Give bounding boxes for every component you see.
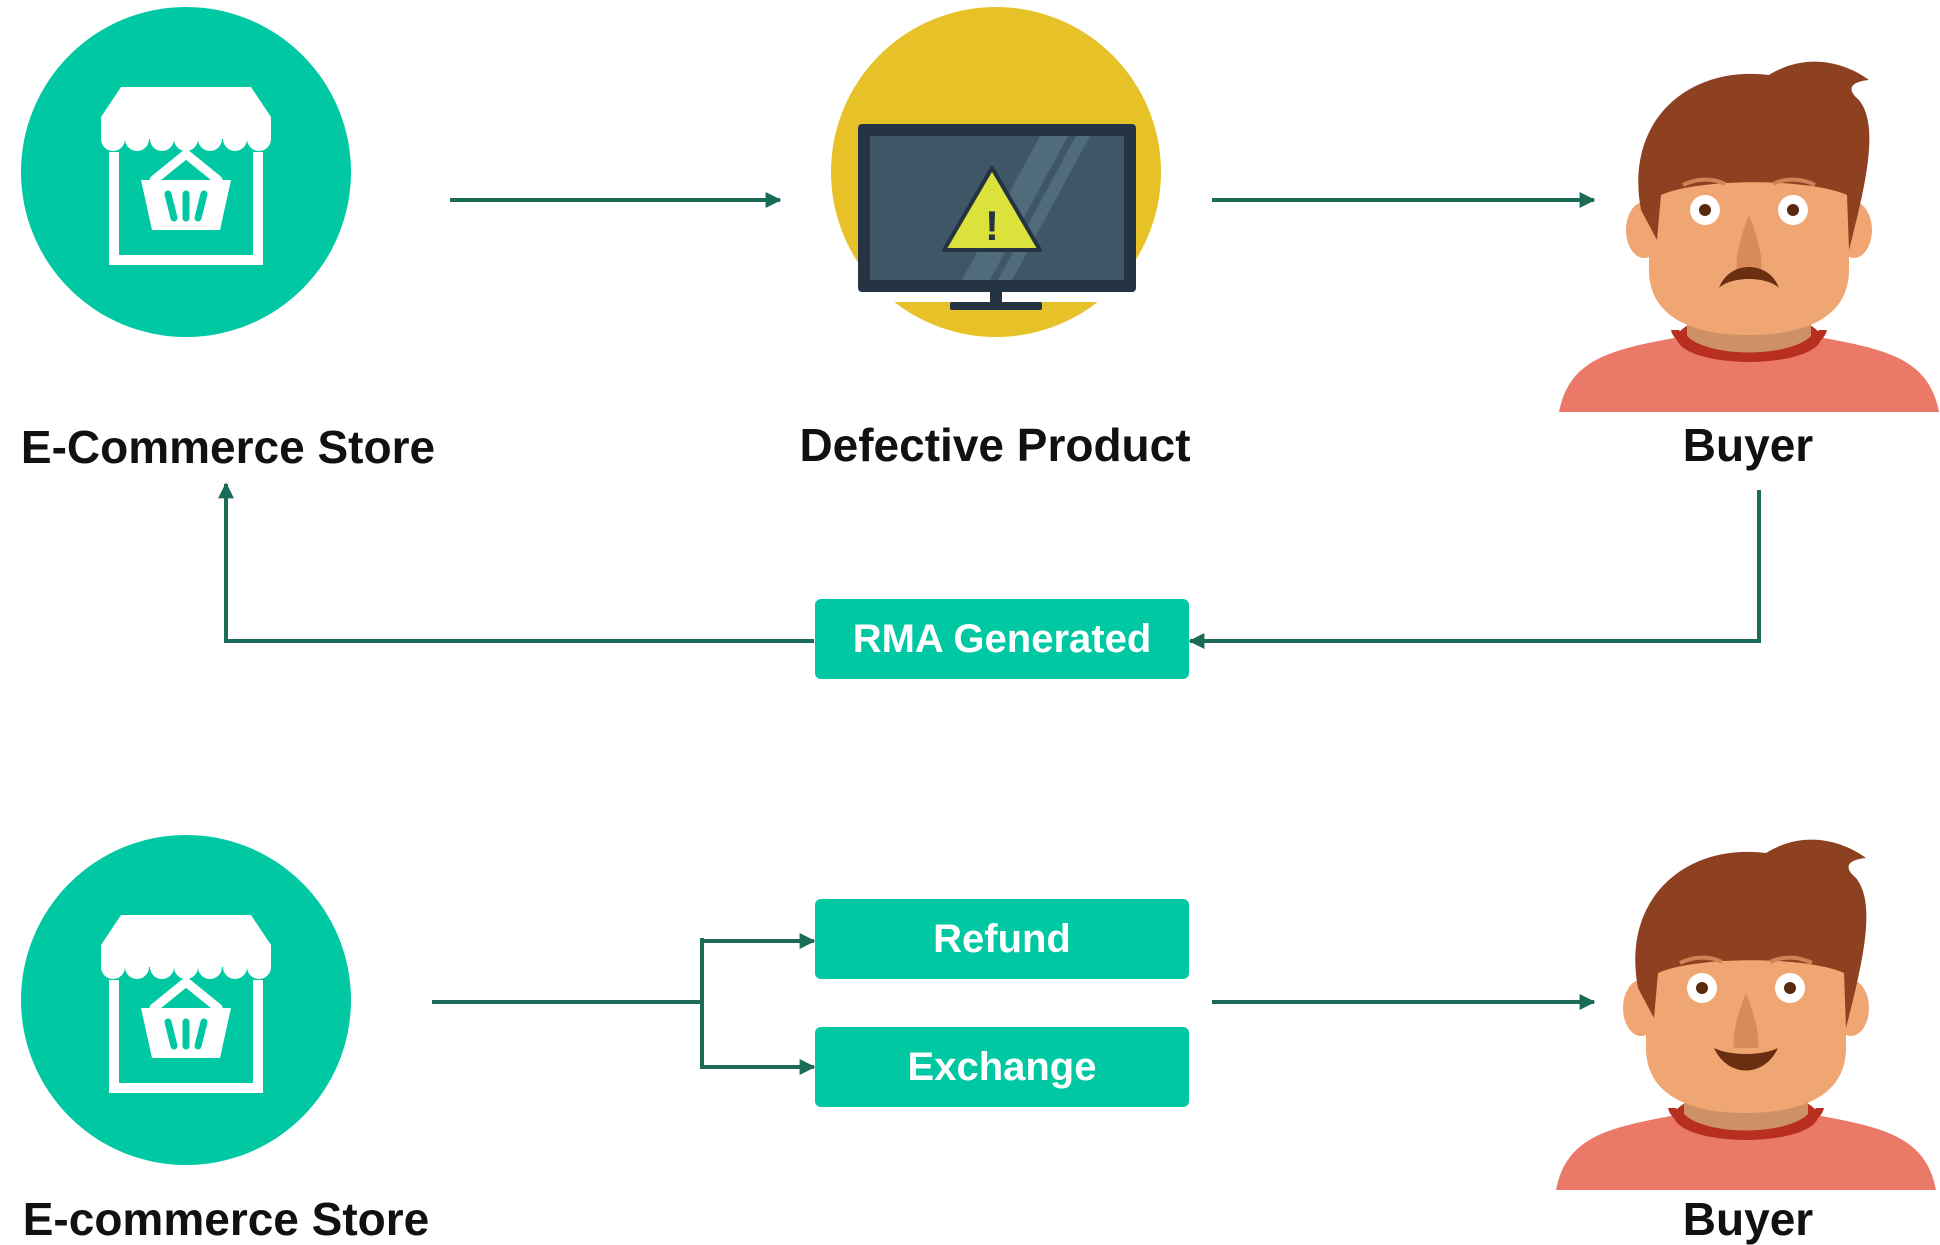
monitor-warning-icon: ! xyxy=(831,7,1161,337)
rma-generated-badge: RMA Generated xyxy=(815,599,1189,679)
buyer-label-top: Buyer xyxy=(1682,419,1814,471)
store-icon-bottom xyxy=(21,835,351,1165)
arrow-to-exchange xyxy=(700,938,816,1075)
store-label-bottom: E-commerce Store xyxy=(22,1193,430,1245)
arrow-buyer-to-rma xyxy=(1188,490,1761,649)
happy-buyer-icon xyxy=(1554,837,1938,1192)
warning-mark: ! xyxy=(985,202,999,249)
store-icon-top xyxy=(21,7,351,337)
exchange-option: Exchange xyxy=(815,1027,1189,1107)
sad-buyer-icon xyxy=(1557,59,1940,414)
refund-option: Refund xyxy=(815,899,1189,979)
arrow-rma-to-store xyxy=(218,482,814,643)
store-label-top: E-Commerce Store xyxy=(20,421,436,473)
product-label: Defective Product xyxy=(799,419,1191,471)
buyer-label-bottom: Buyer xyxy=(1682,1193,1814,1245)
arrow-to-refund xyxy=(700,933,816,1066)
